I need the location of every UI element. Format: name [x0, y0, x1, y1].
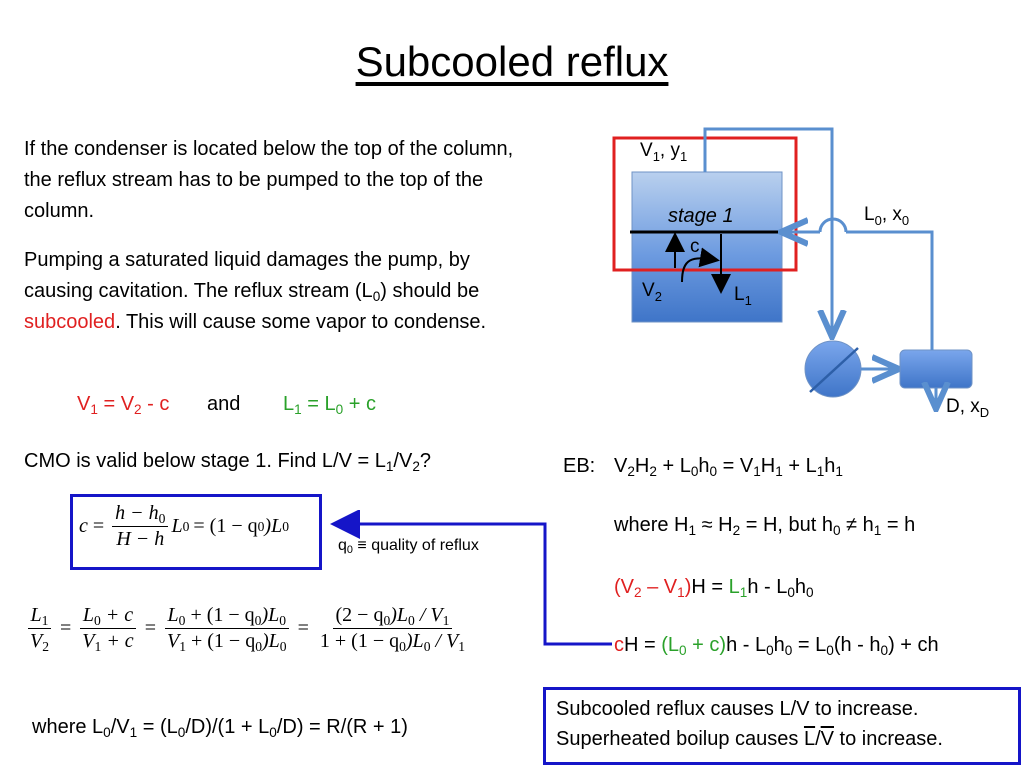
stage-label: stage 1: [668, 205, 734, 227]
vapor-balance-equation: V1 = V2 - c: [77, 393, 170, 417]
conclusion-box: Subcooled reflux causes L/V to increase.…: [543, 687, 1021, 765]
enthalpy-assumption: where H1 ≈ H2 = H, but h0 ≠ h1 = h: [614, 514, 916, 538]
reflux-drum: [899, 349, 973, 389]
liquid-balance-equation: L1 = L0 + c: [283, 393, 376, 417]
q0-quality-label: q0 ≡ quality of reflux: [338, 537, 479, 557]
l1-label: L1: [734, 284, 752, 308]
distillate-label: D, xD: [946, 396, 989, 420]
energy-balance-step-1: (V2 – V1)H = L1h - L0h0: [614, 576, 814, 600]
page-title: Subcooled reflux: [355, 38, 669, 85]
intro-paragraph-2: Pumping a saturated liquid damages the p…: [24, 249, 487, 333]
subcooled-highlight: subcooled: [24, 311, 116, 333]
condensation-label: c: [690, 236, 700, 257]
column-diagram: stage 1 c V1, y1 V2 L1 L0, x0 D, xD: [612, 127, 989, 420]
v2-label: V2: [642, 280, 662, 304]
and-text: and: [207, 393, 241, 415]
eb-label: EB:: [563, 455, 596, 477]
vapor-pipe: [703, 127, 832, 334]
energy-balance-step-2: cH = (L0 + c)h - L0h0 = L0(h - h0) + ch: [614, 634, 939, 658]
conclusion-line-1: Subcooled reflux causes L/V to increase.: [556, 698, 919, 720]
reflux-label: L0, x0: [864, 204, 909, 228]
column-body: [631, 171, 783, 323]
cmo-statement: CMO is valid below stage 1. Find L/V = L…: [24, 450, 431, 474]
vapor-top-label: V1, y1: [640, 140, 687, 164]
conclusion-line-2: Superheated boilup causes L/V to increas…: [556, 728, 943, 750]
connector-arrow: [330, 510, 612, 646]
intro-paragraph-1: If the condenser is located below the to…: [24, 138, 514, 222]
reflux-ratio-relation: where L0/V1 = (L0/D)/(1 + L0/D) = R/(R +…: [32, 716, 408, 740]
energy-balance-equation: V2H2 + L0h0 = V1H1 + L1h1: [614, 455, 843, 479]
